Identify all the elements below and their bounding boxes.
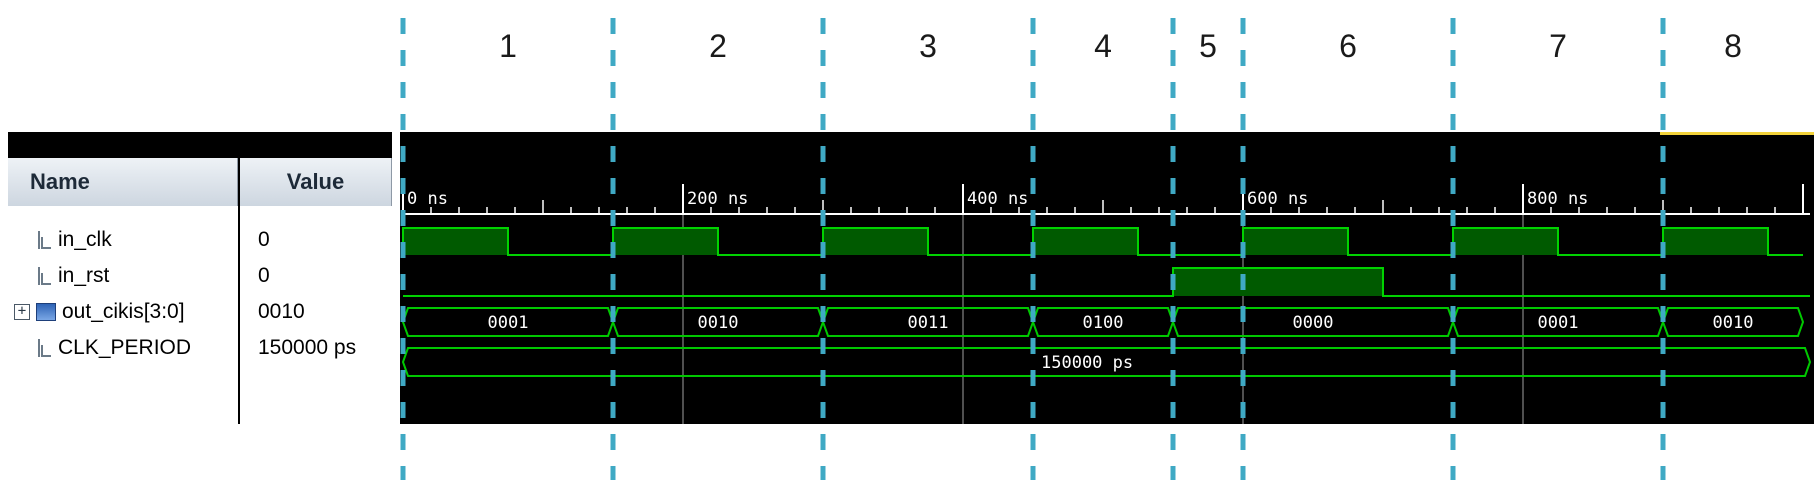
cycle-number-label: 7: [1549, 28, 1567, 64]
clock-high-pulse: [1453, 228, 1558, 255]
signal-name: out_cikis[3:0]: [62, 300, 185, 323]
bus-value-label: 0100: [1083, 313, 1124, 333]
signal-row-clk-period[interactable]: CLK_PERIOD: [8, 330, 238, 366]
bus-icon: [36, 303, 56, 321]
cycle-number-label: 5: [1199, 28, 1217, 64]
reset-high-pulse: [1173, 268, 1383, 296]
name-column-header[interactable]: Name: [8, 158, 238, 206]
cycle-number-label: 1: [499, 28, 517, 64]
parameter-segment: [401, 347, 1812, 377]
signal-name: in_clk: [58, 228, 112, 251]
bus-value-label: 0011: [908, 313, 949, 333]
pin-icon: [36, 231, 51, 249]
signal-name: CLK_PERIOD: [58, 336, 192, 359]
signal-value: 0010: [258, 300, 305, 323]
bus-value-label: 0010: [698, 313, 739, 333]
in-rst-waveform: [403, 267, 1810, 297]
signal-row-in-rst[interactable]: in_rst: [8, 258, 238, 294]
in-clk-waveform: [402, 227, 1803, 256]
expand-plus-icon[interactable]: +: [14, 304, 30, 320]
signal-panel: Name Value in_clk in_rst + out_cikis[3:0…: [8, 154, 392, 424]
value-column-header[interactable]: Value: [240, 158, 392, 206]
ruler-tick-label: 0 ns: [407, 189, 448, 209]
signal-value: 150000 ps: [258, 336, 357, 359]
cycle-number-label: 8: [1724, 28, 1742, 64]
clock-high-pulse: [613, 228, 718, 255]
signal-name: in_rst: [58, 264, 110, 287]
cycle-number-label: 3: [919, 28, 937, 64]
time-ruler: 0 ns 200 ns 400 ns 600 ns 800 ns: [402, 184, 1810, 215]
cycle-number-label: 4: [1094, 28, 1112, 64]
parameter-icon: [36, 339, 51, 357]
panel-toolbar: [8, 132, 392, 154]
time-grid: [682, 186, 1524, 424]
column-separator[interactable]: [238, 206, 240, 424]
bus-value-label: 0001: [488, 313, 529, 333]
parameter-value-label: 150000 ps: [1041, 353, 1133, 373]
signal-row-out-cikis[interactable]: + out_cikis[3:0]: [8, 294, 238, 330]
clock-trace: [402, 227, 1803, 256]
cycle-number-label: 2: [709, 28, 727, 64]
signal-value: 0: [258, 264, 270, 287]
clock-high-pulse: [1663, 228, 1768, 255]
bus-value-label: 0001: [1538, 313, 1579, 333]
bus-segment: [1661, 307, 1805, 337]
clock-high-pulse: [403, 228, 508, 255]
clock-high-pulse: [1243, 228, 1348, 255]
clk-period-waveform: 150000 ps: [401, 347, 1812, 377]
clock-high-pulse: [823, 228, 928, 255]
cycle-dividers: [400, 18, 1666, 480]
ruler-tick-label: 800 ns: [1527, 189, 1588, 209]
ruler-tick-label: 600 ns: [1247, 189, 1308, 209]
ruler-tick-label: 400 ns: [967, 189, 1028, 209]
signal-value: 0: [258, 228, 270, 251]
pin-icon: [36, 267, 51, 285]
ruler-tick-label: 200 ns: [687, 189, 748, 209]
reset-trace: [403, 267, 1810, 297]
clock-high-pulse: [1033, 228, 1138, 255]
window-edge-highlight: [1660, 132, 1814, 135]
signal-value-list: 0 0 0010 150000 ps: [240, 206, 392, 424]
bus-value-label: 0000: [1293, 313, 1334, 333]
bus-value-label: 0010: [1713, 313, 1754, 333]
signal-name-list: in_clk in_rst + out_cikis[3:0] CLK_PERIO…: [8, 206, 238, 424]
signal-row-in-clk[interactable]: in_clk: [8, 222, 238, 258]
cycle-number-label: 6: [1339, 28, 1357, 64]
